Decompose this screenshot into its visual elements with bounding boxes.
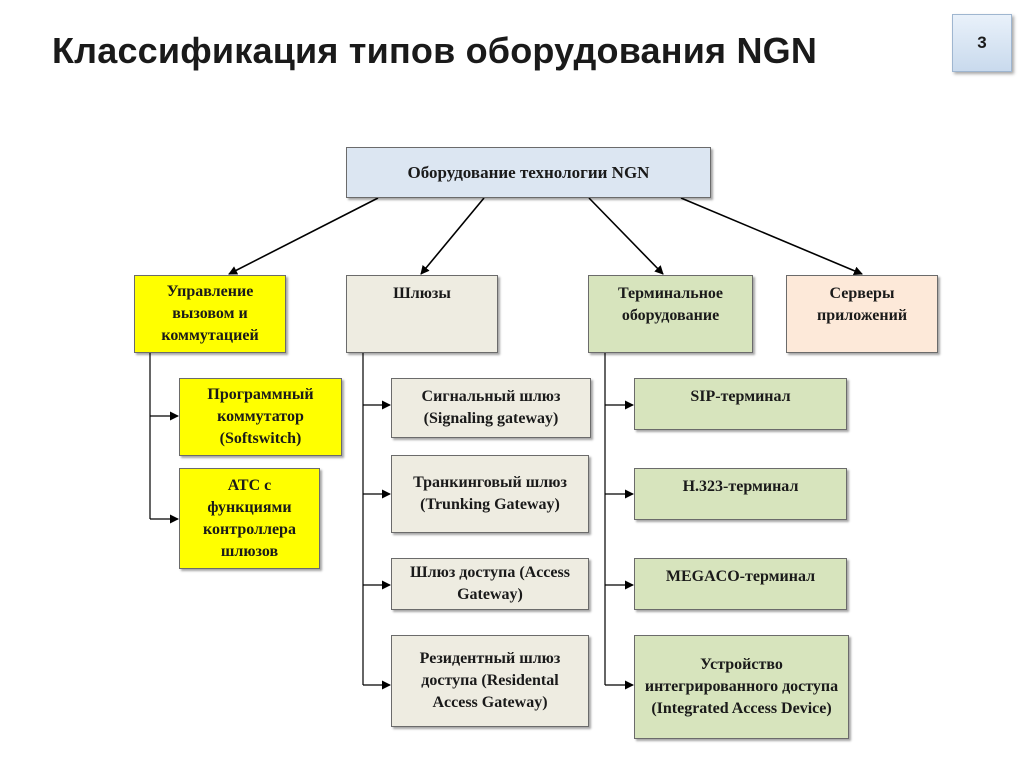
- node-h323-terminal-label: H.323-терминал: [682, 478, 799, 495]
- node-app-servers-label: Серверы приложений: [816, 285, 908, 324]
- node-residential-gateway-label: Резидентный шлюз доступа (Residental Acc…: [419, 650, 561, 711]
- slide-number-badge: 3: [952, 14, 1012, 72]
- node-sip-terminal: SIP-терминал: [634, 378, 847, 430]
- node-gateways-label: Шлюзы: [393, 285, 451, 302]
- node-ats-gateway-controller: АТС с функциями контроллера шлюзов: [179, 468, 320, 569]
- node-megaco-terminal-label: MEGACO-терминал: [665, 568, 816, 585]
- node-h323-terminal: H.323-терминал: [634, 468, 847, 520]
- node-ats-label: АТС с функциями контроллера шлюзов: [203, 476, 296, 560]
- node-root-label: Оборудование технологии NGN: [407, 162, 650, 182]
- node-call-control-label: Управление вызовом и коммутацией: [161, 283, 259, 344]
- node-terminal-equipment: Терминальное оборудование: [588, 275, 753, 353]
- node-softswitch-label: Программный коммутатор (Softswitch): [207, 386, 314, 447]
- node-megaco-terminal: MEGACO-терминал: [634, 558, 847, 610]
- arrow-root-to-call-control: [228, 197, 379, 275]
- arrow-root-to-gateways: [420, 197, 485, 275]
- node-gateways: Шлюзы: [346, 275, 498, 353]
- node-trunking-gateway-label: Транкинговый шлюз (Trunking Gateway): [413, 474, 567, 513]
- node-root: Оборудование технологии NGN: [346, 147, 711, 198]
- slide-title: Классификация типов оборудования NGN: [52, 30, 818, 71]
- node-residential-gateway: Резидентный шлюз доступа (Residental Acc…: [391, 635, 589, 727]
- node-access-gateway-label: Шлюз доступа (Access Gateway): [410, 564, 570, 603]
- node-access-gateway: Шлюз доступа (Access Gateway): [391, 558, 589, 610]
- node-app-servers: Серверы приложений: [786, 275, 938, 353]
- node-trunking-gateway: Транкинговый шлюз (Trunking Gateway): [391, 455, 589, 533]
- node-iad-label: Устройство интегрированного доступа (Int…: [644, 656, 839, 717]
- node-integrated-access-device: Устройство интегрированного доступа (Int…: [634, 635, 849, 739]
- node-softswitch: Программный коммутатор (Softswitch): [179, 378, 342, 456]
- node-signaling-gateway-label: Сигнальный шлюз (Signaling gateway): [421, 388, 561, 427]
- node-terminal-equipment-label: Терминальное оборудование: [617, 285, 724, 324]
- node-signaling-gateway: Сигнальный шлюз (Signaling gateway): [391, 378, 591, 438]
- node-sip-terminal-label: SIP-терминал: [690, 388, 791, 405]
- node-call-control: Управление вызовом и коммутацией: [134, 275, 286, 353]
- arrow-root-to-app-servers: [680, 197, 863, 276]
- arrow-root-to-terminals: [588, 197, 664, 275]
